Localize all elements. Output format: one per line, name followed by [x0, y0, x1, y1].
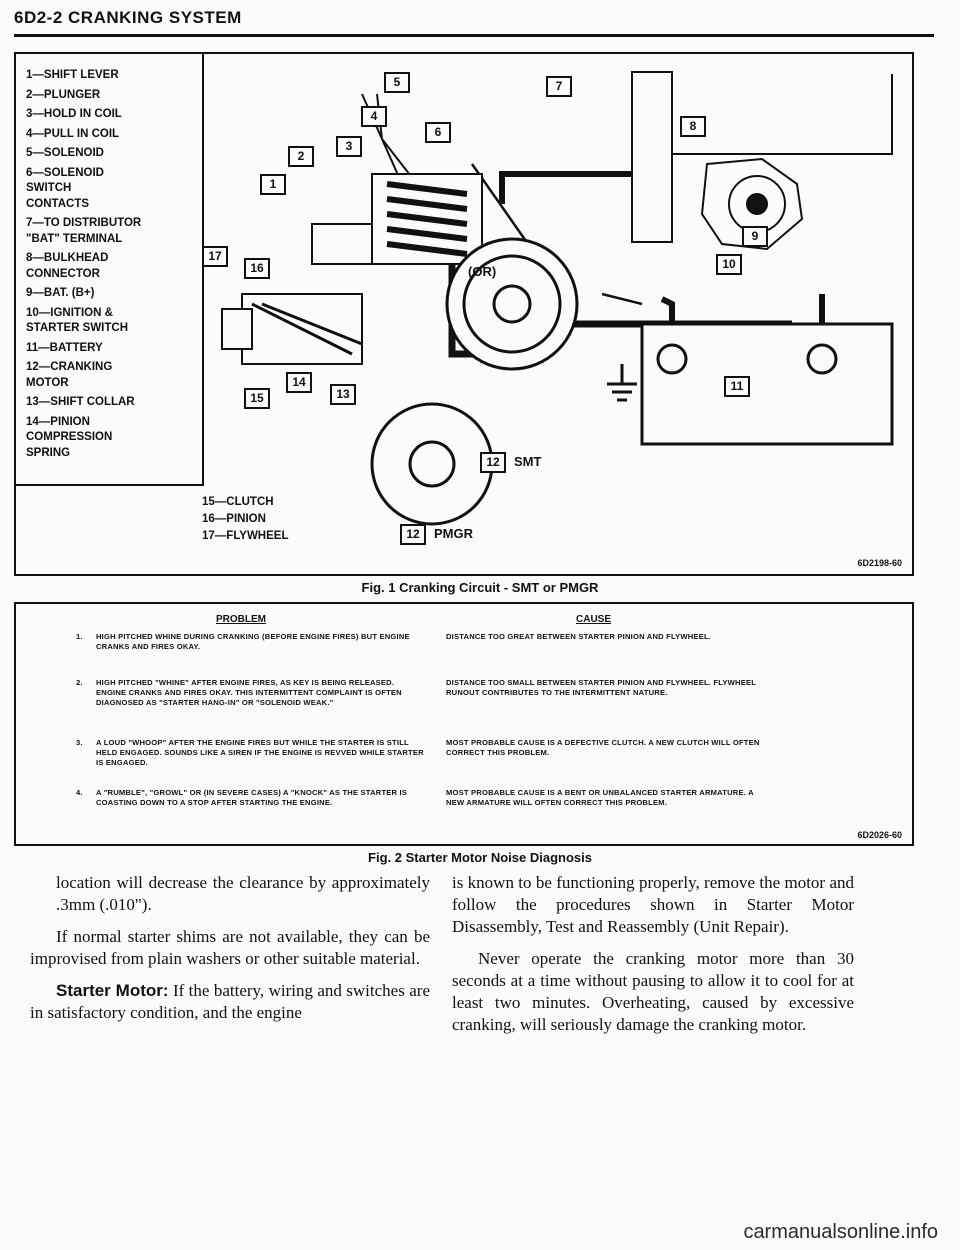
legend-item: 3—HOLD IN COIL: [26, 108, 122, 120]
figure-2-caption: Fig. 2 Starter Motor Noise Diagnosis: [368, 850, 592, 865]
callout-3: 3: [336, 136, 362, 157]
problem-cell: HIGH PITCHED "WHINE" AFTER ENGINE FIRES,…: [96, 678, 402, 707]
problem-header: PROBLEM: [216, 614, 266, 625]
row-number: 4.: [76, 788, 83, 797]
legend-item: 17—FLYWHEEL: [202, 530, 289, 542]
figure-1-caption: Fig. 1 Cranking Circuit - SMT or PMGR: [361, 580, 599, 595]
paragraph-text: If the battery, wiring and switches are …: [30, 981, 430, 1022]
legend-item: 12—CRANKING MOTOR: [26, 361, 113, 389]
legend-item: 15—CLUTCH: [202, 496, 274, 508]
problem-cell: HIGH PITCHED WHINE DURING CRANKING (BEFO…: [96, 632, 410, 651]
callout-2: 2: [288, 146, 314, 167]
callout-9: 9: [742, 226, 768, 247]
legend-item: 1—SHIFT LEVER: [26, 69, 119, 81]
cause-cell: DISTANCE TOO SMALL BETWEEN STARTER PINIO…: [446, 678, 756, 697]
legend-item: 11—BATTERY: [26, 341, 103, 354]
legend-item: 10—IGNITION & STARTER SWITCH: [26, 306, 129, 335]
row-number: 2.: [76, 678, 83, 687]
legend-item: 6—SOLENOID SWITCH CONTACTS: [26, 166, 104, 210]
pmgr-label: PMGR: [434, 526, 473, 541]
callout-11: 11: [724, 376, 750, 397]
problem-cell: A LOUD "WHOOP" AFTER THE ENGINE FIRES BU…: [96, 738, 424, 767]
legend-item: 7—TO DISTRIBUTOR "BAT" TERMINAL: [26, 217, 142, 245]
legend-item: 16—PINION: [202, 513, 266, 525]
callout-15: 15: [244, 388, 270, 409]
figure-2-table: PROBLEM CAUSE 1. HIGH PITCHED WHINE DURI…: [14, 602, 914, 846]
legend-item: 14—PINION COMPRESSION SPRING: [26, 415, 113, 459]
cause-header: CAUSE: [576, 614, 612, 625]
run-in-heading: Starter Motor:: [56, 981, 169, 1000]
legend-item: 9—BAT. (B+): [26, 287, 95, 299]
figure-2-code: 6D2026-60: [857, 830, 902, 840]
figure-1-code: 6D2198-60: [857, 558, 902, 568]
cranking-circuit-diagram: [221, 71, 894, 526]
callout-14: 14: [286, 372, 312, 393]
watermark: carmanualsonline.info: [743, 1221, 938, 1243]
page-header: 6D2-2 CRANKING SYSTEM: [14, 8, 242, 27]
figure-1-legend: 1—SHIFT LEVER 2—PLUNGER 3—HOLD IN COIL 4…: [26, 68, 194, 465]
legend-item: 4—PULL IN COIL: [26, 127, 120, 140]
figure-1: 1—SHIFT LEVER 2—PLUNGER 3—HOLD IN COIL 4…: [14, 52, 914, 576]
header-rule: [14, 34, 934, 37]
callout-12-smt: 12: [480, 452, 506, 473]
legend-item: 5—SOLENOID: [26, 147, 104, 159]
callout-5: 5: [384, 72, 410, 93]
callout-10: 10: [716, 254, 742, 275]
callout-4: 4: [361, 106, 387, 127]
paragraph: Never operate the cranking motor more th…: [452, 949, 854, 1034]
callout-7: 7: [546, 76, 572, 97]
callout-8: 8: [680, 116, 706, 137]
callout-1: 1: [260, 174, 286, 195]
callout-12-pmgr: 12: [400, 524, 426, 545]
row-number: 3.: [76, 738, 83, 747]
legend-item: 2—PLUNGER: [26, 88, 101, 101]
row-number: 1.: [76, 632, 83, 641]
paragraph: is known to be functioning properly, rem…: [452, 873, 854, 936]
smt-label: SMT: [514, 454, 542, 469]
left-column: location will decrease the clearance by …: [30, 872, 430, 1034]
legend-item: 13—SHIFT COLLAR: [26, 396, 135, 408]
paragraph: Starter Motor: If the battery, wiring an…: [30, 980, 430, 1024]
right-column: is known to be functioning properly, rem…: [452, 872, 854, 1046]
paragraph: location will decrease the clearance by …: [56, 873, 430, 914]
callout-6: 6: [425, 122, 451, 143]
problem-cell: A "RUMBLE", "GROWL" OR (IN SEVERE CASES)…: [96, 788, 408, 807]
cause-cell: MOST PROBABLE CAUSE IS A BENT OR UNBALAN…: [446, 788, 754, 807]
callout-17: 17: [202, 246, 228, 267]
cause-cell: DISTANCE TOO GREAT BETWEEN STARTER PINIO…: [446, 632, 712, 641]
paragraph: If normal starter shims are not availabl…: [30, 927, 430, 968]
figure-1-legend-secondary: 15—CLUTCH 16—PINION 17—FLYWHEEL: [202, 494, 288, 545]
legend-frame: [16, 54, 204, 486]
callout-16: 16: [244, 258, 270, 279]
legend-item: 8—BULKHEAD CONNECTOR: [26, 252, 109, 280]
callout-13: 13: [330, 384, 356, 405]
cause-cell: MOST PROBABLE CAUSE IS A DEFECTIVE CLUTC…: [446, 738, 760, 757]
or-label: (OR): [468, 264, 497, 279]
